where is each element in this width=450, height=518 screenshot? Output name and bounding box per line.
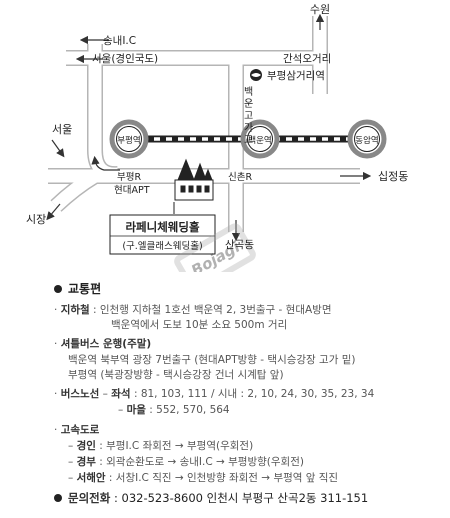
label-bupyeong-samgeori: 부평삼거리역 bbox=[267, 70, 325, 82]
label-baegun-gogagyo-char: 고 bbox=[244, 111, 253, 122]
wedding-hall-callout bbox=[109, 202, 216, 255]
gyeongin-label: 경인 bbox=[76, 440, 96, 452]
subway-row: · 지하철 : 인천행 지하철 1호선 백운역 2, 3번출구 - 현대A방면 bbox=[54, 304, 332, 316]
station-baegun bbox=[240, 119, 280, 159]
label-ganseok: 간석오거리 bbox=[283, 53, 331, 65]
shuttle-row: · 셔틀버스 운행(주말) bbox=[54, 338, 152, 350]
seohaean-label: 서해안 bbox=[76, 472, 106, 484]
label-seoul: 서울 bbox=[52, 123, 72, 136]
bus-seat: : 81, 103, 111 / 시내 : 2, 10, 24, 30, 35,… bbox=[133, 388, 375, 400]
bullet-icon bbox=[54, 494, 62, 502]
label-baegun-gogagyo-char: 운 bbox=[244, 98, 253, 110]
label-baegun-gogagyo-char: 가 bbox=[244, 122, 253, 134]
highway-label: 고속도로 bbox=[60, 424, 100, 436]
seohaean-route: : 서창I.C 직진 → 인천방향 좌회전 → 부평역 앞 직진 bbox=[108, 472, 339, 484]
label-sangok: 산곡동 bbox=[225, 239, 254, 251]
label-bupyeong-r: 부평R bbox=[117, 172, 141, 183]
subway-line1: 인천행 지하철 1호선 백운역 2, 3번출구 - 현대A방면 bbox=[99, 304, 332, 316]
label-bupyeong-station: 부평역 bbox=[117, 135, 140, 146]
bullet-icon bbox=[54, 285, 62, 293]
label-sinchon-r: 신촌R bbox=[228, 172, 252, 183]
label-baegun-gogagyo: 백 운 고 가 교 bbox=[244, 86, 253, 146]
bus-row: · 버스노선 – 좌석 : 81, 103, 111 / 시내 : 2, 10,… bbox=[54, 388, 375, 400]
subway-line2: 백운역에서 도보 10분 소요 500m 거리 bbox=[111, 319, 288, 331]
seohaean-row: – 서해안 : 서창I.C 직진 → 인천방향 좌회전 → 부평역 앞 직진 bbox=[68, 472, 339, 484]
gyeongbu-route: : 외곽순환도로 → 송내I.C → 부평방향(우회전) bbox=[99, 456, 304, 468]
label-dongam-station: 동암역 bbox=[355, 135, 378, 146]
bus-seat-label: 좌석 bbox=[111, 388, 131, 400]
gyeongbu-row: – 경부 : 외곽순환도로 → 송내I.C → 부평방향(우회전) bbox=[68, 456, 304, 468]
shuttle-line1: 백운역 북부역 광장 7번출구 (현대APT방향 - 택시승강장 고가 밑) bbox=[68, 354, 356, 366]
transport-title-text: 교통편 bbox=[68, 282, 102, 296]
label-hall-name: 라페니체웨딩홀 bbox=[125, 220, 199, 234]
label-seoul-gyeongin: 서울(경인국도) bbox=[92, 52, 158, 65]
shuttle-label: 셔틀버스 운행(주말) bbox=[60, 338, 152, 350]
contact-row: 문의전화 : 032-523-8600 인천시 부평구 산곡2동 311-151 bbox=[54, 490, 368, 506]
label-sipjeong: 십정동 bbox=[378, 170, 408, 183]
gyeongin-row: – 경인 : 부평I.C 좌회전 → 부평역(우회전) bbox=[68, 440, 254, 452]
label-songnae-ic: 송내I.C bbox=[103, 35, 136, 47]
shuttle-line2: 부평역 (북광장방향 - 택시승강장 건너 시계탑 앞) bbox=[68, 369, 284, 381]
wedding-hall-icon bbox=[174, 158, 214, 201]
bus-village-label: 마을 bbox=[126, 404, 146, 416]
station-bupyeong bbox=[109, 119, 149, 159]
bus-label: 버스노선 bbox=[60, 388, 100, 400]
direction-arrows bbox=[46, 13, 372, 242]
transport-title: 교통편 bbox=[54, 280, 101, 297]
contact-text: : 032-523-8600 인천시 부평구 산곡2동 311-151 bbox=[113, 491, 369, 505]
label-hyundai-apt: 현대APT bbox=[114, 185, 150, 196]
label-baegun-gogagyo-char: 교 bbox=[244, 135, 253, 146]
gyeongbu-label: 경부 bbox=[76, 456, 96, 468]
gyeongin-route: : 부평I.C 좌회전 → 부평역(우회전) bbox=[99, 440, 254, 452]
station-dongam bbox=[347, 119, 387, 159]
bus-village-row: – 마을 : 552, 570, 564 bbox=[118, 404, 230, 416]
bus-village: : 552, 570, 564 bbox=[149, 404, 230, 416]
label-baegun-station: 백운역 bbox=[248, 135, 271, 146]
label-sijang: 시장 bbox=[26, 213, 46, 226]
highway-row: · 고속도로 bbox=[54, 424, 100, 436]
subway-label: 지하철 bbox=[60, 304, 90, 316]
shuttle-line1-row: 백운역 북부역 광장 7번출구 (현대APT방향 - 택시승강장 고가 밑) bbox=[68, 352, 355, 367]
label-suwon: 수원 bbox=[310, 3, 330, 16]
contact-label: 문의전화 bbox=[68, 491, 111, 505]
subway-row2: 백운역에서 도보 10분 소요 500m 거리 bbox=[111, 317, 287, 332]
label-baegun-gogagyo-char: 백 bbox=[244, 86, 253, 98]
label-hall-sub: (구.엘클래스웨딩홀) bbox=[122, 240, 202, 252]
subway-icon bbox=[250, 69, 262, 81]
location-map: Bojagi 수원 송내I.C 서울(경인국도) 간석오거리 부평삼거리역 서울… bbox=[26, 3, 408, 272]
shuttle-line2-row: 부평역 (북광장방향 - 택시승강장 건너 시계탑 앞) bbox=[68, 367, 284, 382]
